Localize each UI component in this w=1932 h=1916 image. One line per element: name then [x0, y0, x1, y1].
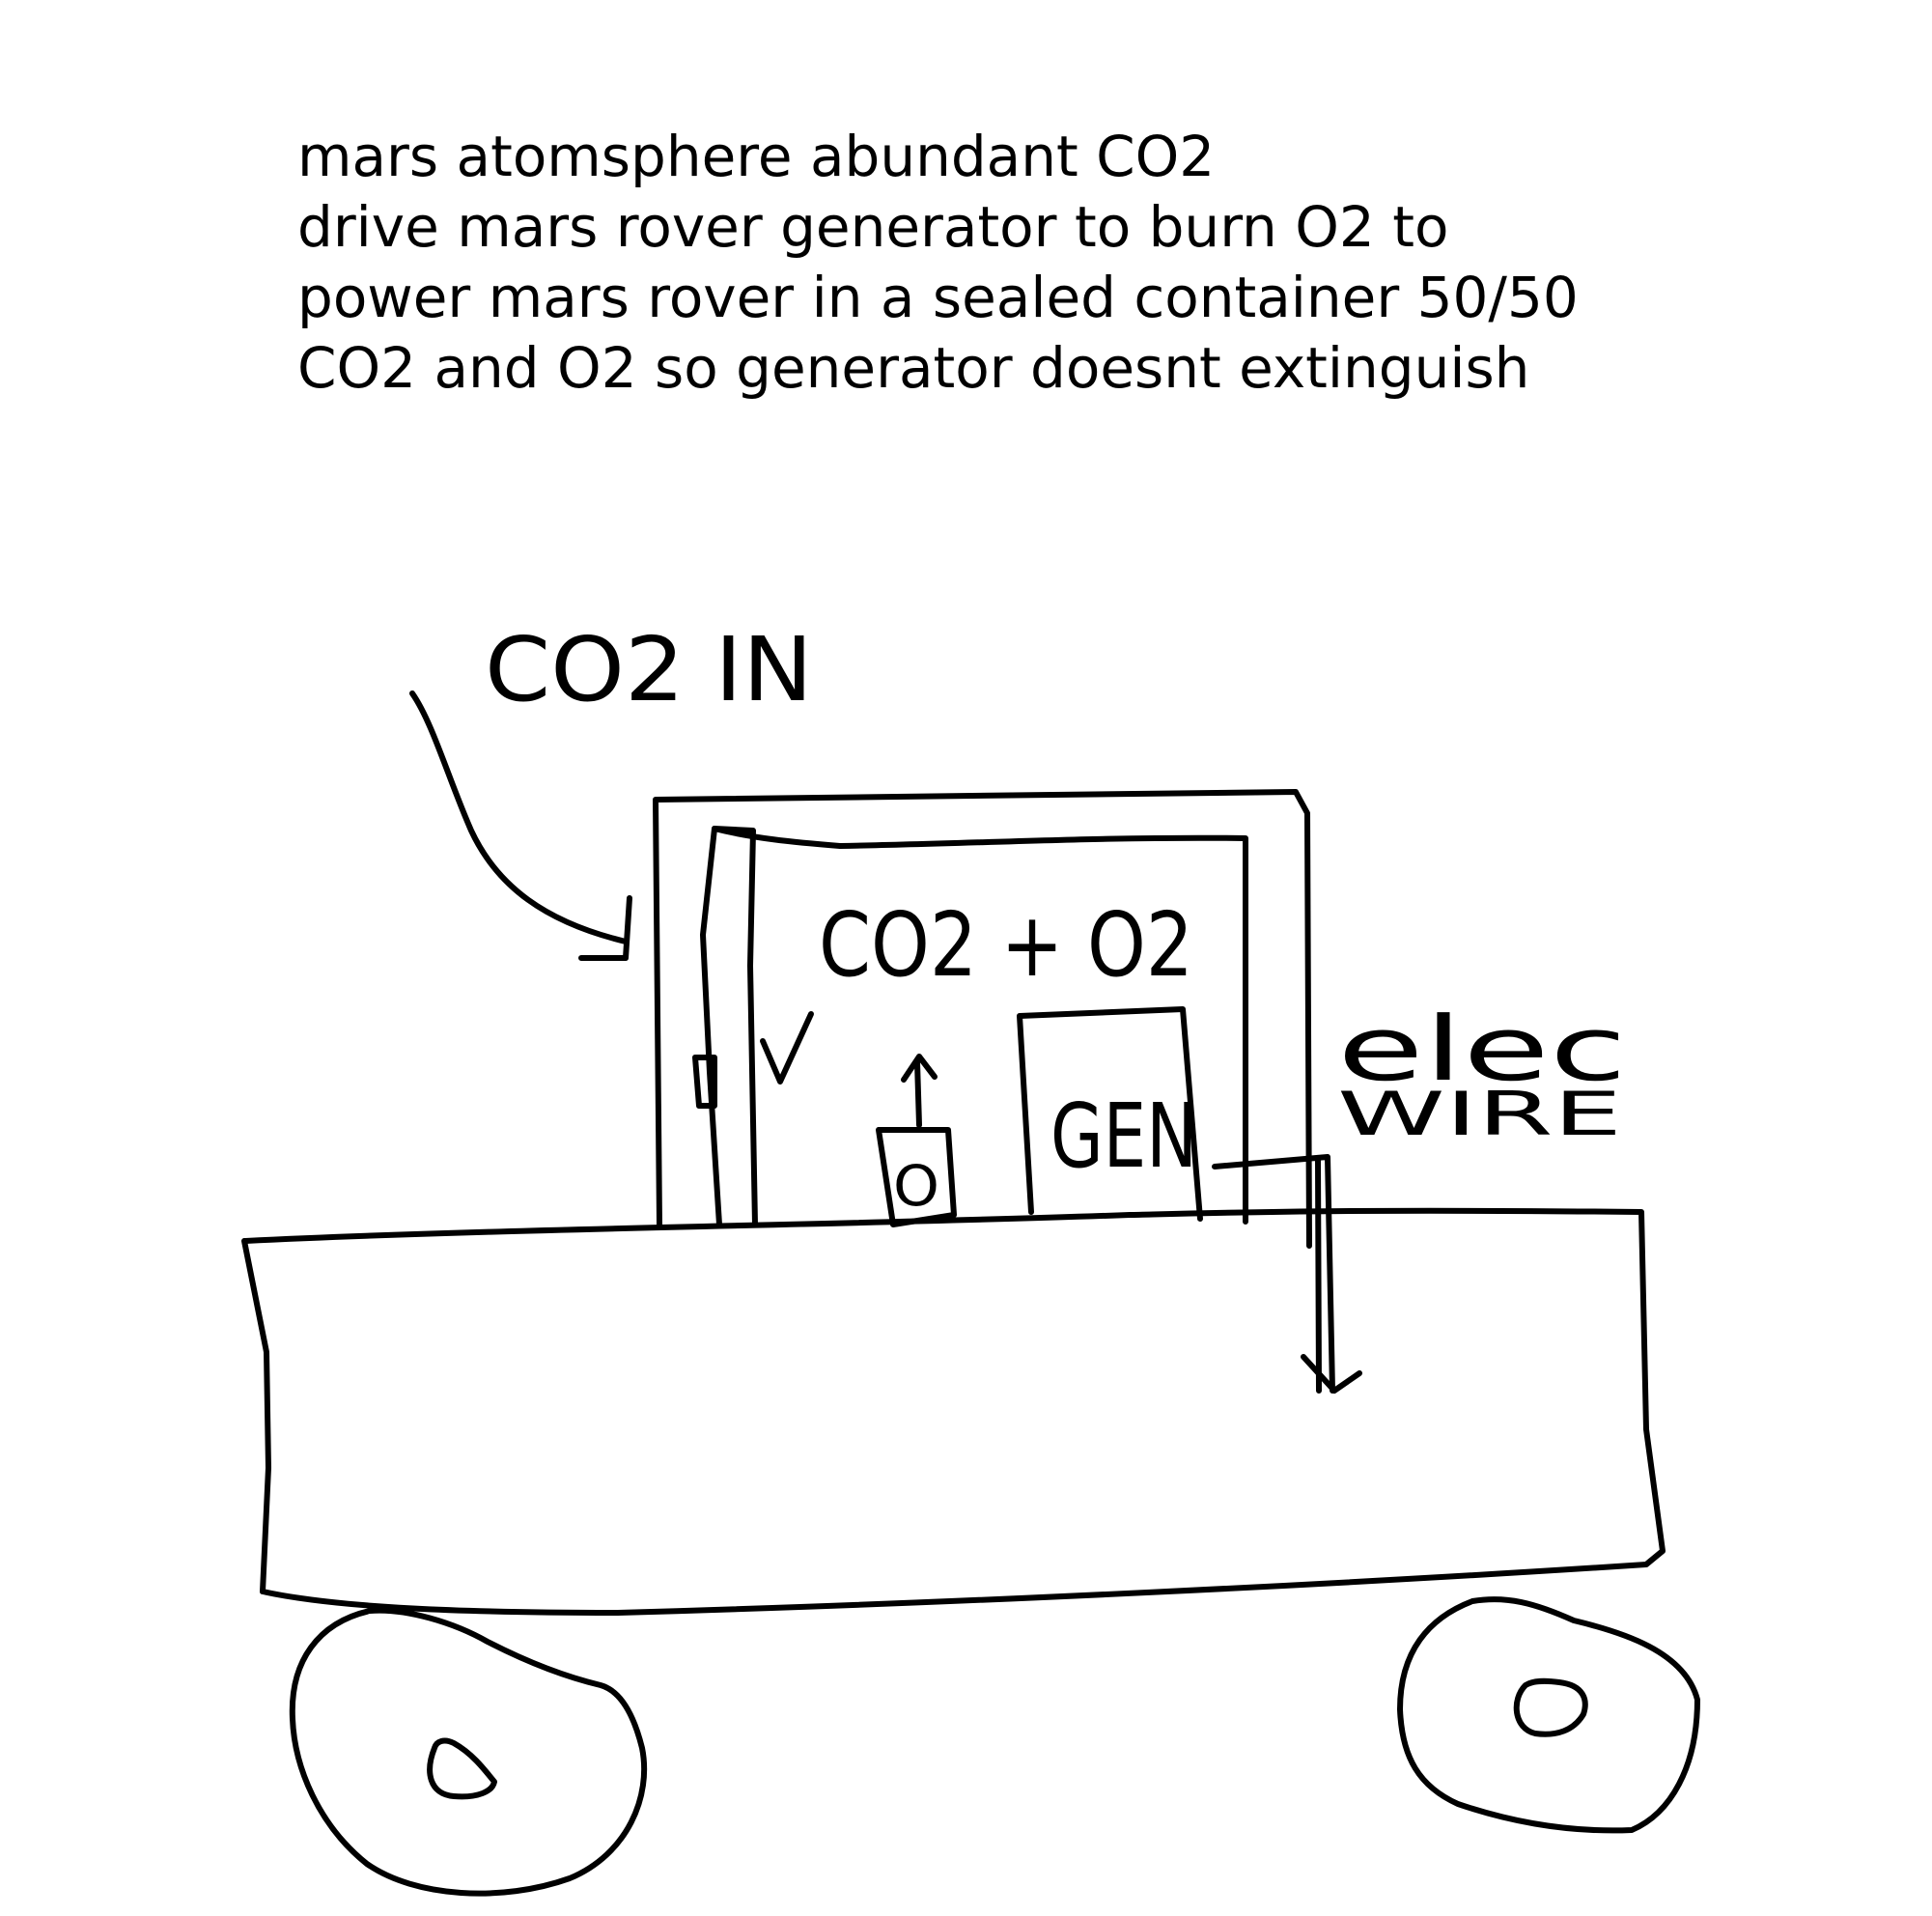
- sealed-container-outer: [653, 789, 1312, 1249]
- rear-wheel-hub: [1513, 1677, 1588, 1737]
- generator-label: GEN: [1050, 1085, 1197, 1188]
- rear-wheel: [1397, 1596, 1700, 1834]
- oxygen-tank: [876, 1127, 957, 1227]
- co2-inlet-arrowhead: [578, 895, 632, 961]
- wire-arrowhead: [1301, 1354, 1362, 1394]
- co2-inlet-arrow: [409, 690, 629, 944]
- inner-chamber: [712, 826, 1248, 1225]
- door-handle: [692, 1055, 717, 1109]
- co2-in-label: CO2 IN: [485, 618, 813, 721]
- generator-box: [1017, 1006, 1203, 1222]
- wire-label: WIRE: [1337, 1079, 1622, 1149]
- mixture-label: CO2 + O2: [819, 893, 1193, 997]
- note-line-2: drive mars rover generator to burn O2 to: [297, 194, 1449, 260]
- rover-body: [241, 1207, 1666, 1616]
- front-wheel: [289, 1607, 648, 1897]
- door-swing-mark: [760, 1011, 814, 1085]
- note-line-4: CO2 and O2 so generator doesnt extinguis…: [297, 335, 1530, 401]
- container-door: [700, 826, 758, 1227]
- description-note: mars atomsphere abundant CO2 drive mars …: [297, 122, 1579, 404]
- electric-wire: [1212, 1154, 1335, 1394]
- front-wheel-hub: [427, 1737, 497, 1800]
- electric-label: elec: [1337, 998, 1627, 1101]
- oxygen-feed-arrow: [901, 1054, 938, 1128]
- note-line-3: power mars rover in a sealed container 5…: [297, 265, 1579, 330]
- oxygen-tank-label: O: [893, 1153, 939, 1219]
- note-line-1: mars atomsphere abundant CO2: [297, 124, 1216, 189]
